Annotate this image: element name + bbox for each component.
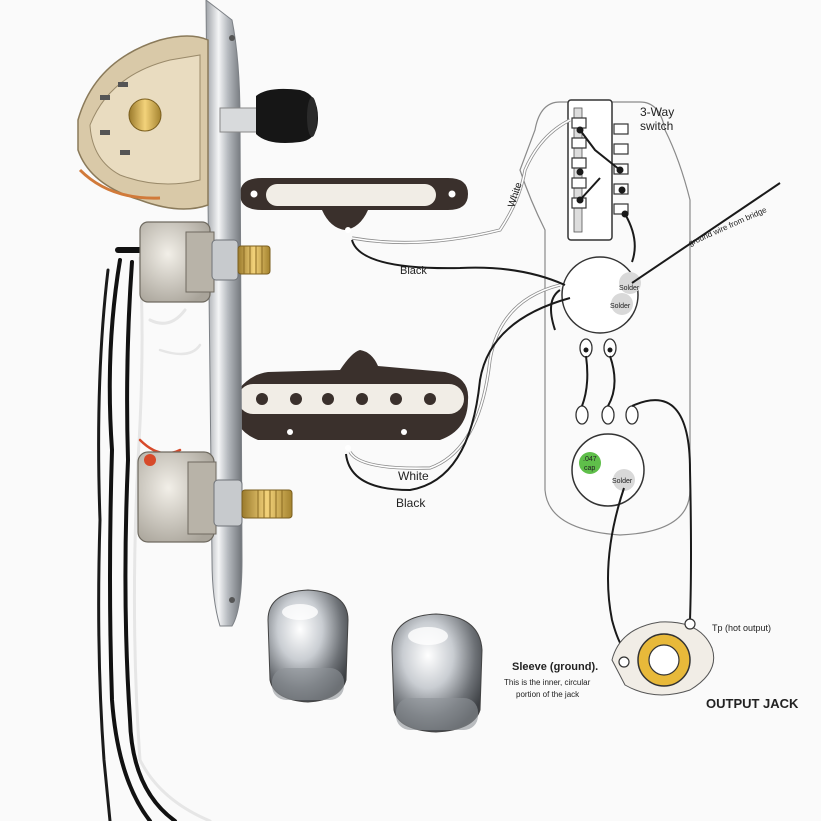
sleeve-label-line1: Sleeve (ground). (512, 661, 598, 673)
volume-pot-photo (139, 221, 271, 303)
bridge-black-label: Black (396, 496, 426, 510)
three-way-switch-photo (77, 35, 209, 210)
switch-label-line2: switch (640, 119, 673, 133)
jack-tip-wire (631, 399, 692, 621)
volume-side-wire (550, 289, 561, 331)
tip-label: Tp (hot output) (712, 623, 771, 633)
neck-black-wire (351, 239, 566, 286)
volume-to-tone-wire-2 (607, 355, 616, 407)
neck-black-label: Black (400, 265, 427, 277)
chrome-knob-left (267, 589, 349, 703)
tone-to-jack-wire (607, 487, 631, 656)
control-plate-outline (519, 101, 691, 536)
three-way-switch-diagram (567, 99, 629, 241)
bridge-black-wire (345, 297, 571, 492)
sleeve-label-line2: This is the inner, circular (504, 678, 591, 687)
ground-wire (631, 182, 781, 284)
tone-solder-label: Solder (612, 478, 633, 485)
output-jack-diagram (611, 618, 715, 696)
switch-label-line1: 3-Way (640, 105, 674, 119)
output-jack-label: OUTPUT JACK (706, 696, 799, 711)
tone-pot-photo (137, 451, 293, 543)
ground-wire-label: ground wire from bridge (687, 205, 768, 248)
sleeve-label-line3: portion of the jack (516, 690, 580, 699)
volume-pot-diagram (561, 256, 641, 358)
chrome-knob-right (391, 613, 483, 733)
cap-label-line2: cap (584, 465, 595, 472)
bridge-pickup (232, 350, 469, 451)
switch-to-volume-wire (624, 213, 636, 263)
neck-pickup (240, 178, 468, 233)
wire-harness (97, 247, 212, 821)
cap-label-line1: .047 (583, 456, 597, 463)
volume-solder-label-1: Solder (619, 285, 640, 292)
neck-white-label: White (506, 181, 524, 209)
wires (345, 118, 781, 656)
switch-tip-photo (219, 88, 318, 143)
volume-solder-label-2: Solder (610, 303, 631, 310)
volume-to-tone-wire-1 (581, 355, 589, 407)
bridge-white-label: White (398, 469, 429, 483)
